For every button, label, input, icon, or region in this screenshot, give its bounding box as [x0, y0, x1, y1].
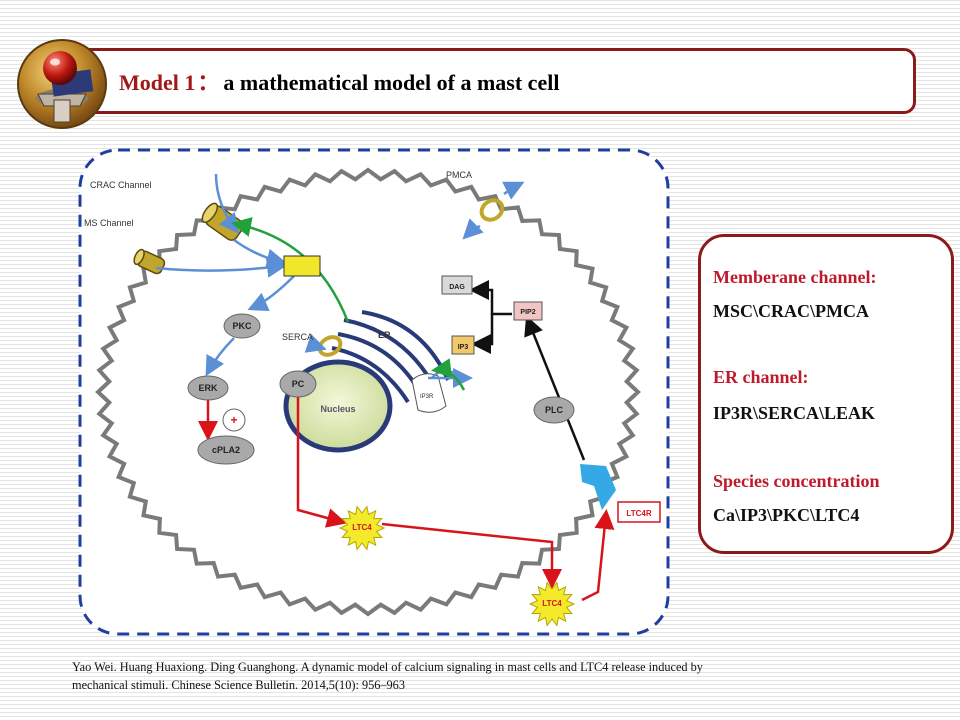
- pkc-node: [223, 313, 261, 339]
- pmca-label: PMCA: [446, 170, 472, 180]
- serca-label: SERCA: [282, 332, 313, 342]
- mast-cell-diagram: Nucleus IP3R: [78, 148, 670, 636]
- model-summary-box: Memberane channel: MSC\CRAC\PMCA ER chan…: [698, 234, 954, 554]
- ip3-to-ip3r-arrow: [431, 358, 466, 391]
- ltc4-burst-extracellular: [528, 581, 576, 627]
- erk-label: ERK: [198, 383, 218, 393]
- pip2-node: [513, 301, 543, 321]
- pc-label: PC: [292, 379, 305, 389]
- ltc4-burst-intracellular: [338, 505, 386, 551]
- ip3-node: [451, 335, 475, 355]
- species-concentration-heading: Species concentration: [713, 471, 880, 491]
- ip3r-channel: [411, 373, 447, 413]
- nucleus-label: Nucleus: [320, 404, 355, 414]
- dag-node: [441, 275, 473, 295]
- crac-channel-label: CRAC Channel: [90, 180, 152, 190]
- title-bar: Model 1：a mathematical model of a mast c…: [58, 48, 916, 114]
- title-colon: ：: [197, 70, 220, 95]
- slide-title: Model 1：a mathematical model of a mast c…: [119, 65, 559, 97]
- activation-plus-node: [222, 408, 246, 432]
- membrane-channel-values: MSC\CRAC\PMCA: [713, 301, 869, 321]
- plc-label: PLC: [545, 405, 564, 415]
- ltc4-label-2: LTC4: [542, 599, 562, 608]
- pip2-label: PIP2: [520, 309, 535, 316]
- ip3r-label: IP3R: [420, 394, 434, 400]
- membrane-channel-heading: Memberane channel:: [713, 267, 877, 287]
- pmca-pump-icon: [479, 198, 505, 222]
- calcium-flux-arrows: [155, 173, 525, 388]
- ms-channel-label: MS Channel: [84, 218, 134, 228]
- er-label: ER: [378, 330, 391, 340]
- logo-icon: [17, 39, 107, 129]
- ltc4-pathway-arrows: [198, 390, 615, 602]
- ltc4r-box: [617, 501, 661, 523]
- ip3-label: IP3: [458, 344, 469, 351]
- cell-membrane: [95, 167, 641, 617]
- citation-line-1: Yao Wei. Huang Huaxiong. Ding Guanghong.…: [72, 660, 703, 674]
- signaling-nodes: PKC ERK cPLA2 PC PLC DAG PIP2 IP3 +: [187, 255, 575, 465]
- ltc4-label-1: LTC4: [352, 523, 372, 532]
- pkc-label: PKC: [232, 321, 252, 331]
- citation-line-2: mechanical stimuli. Chinese Science Bull…: [72, 678, 405, 692]
- er-channel-values: IP3R\SERCA\LEAK: [713, 403, 876, 423]
- cpla2-node: [197, 435, 255, 465]
- pc-node: [279, 370, 317, 398]
- dag-label: DAG: [449, 284, 465, 291]
- erk-node: [187, 375, 229, 401]
- citation: Yao Wei. Huang Huaxiong. Ding Guanghong.…: [72, 658, 928, 694]
- ltc4-receptor-icon: [580, 464, 616, 510]
- ca-rise-box: [283, 255, 321, 277]
- ltc4r-label: LTC4R: [626, 509, 651, 518]
- title-number: Model 1: [119, 70, 196, 95]
- species-concentration-values: Ca\IP3\PKC\LTC4: [713, 505, 860, 525]
- er-channel-heading: ER channel:: [713, 367, 809, 387]
- plc-node: [533, 396, 575, 424]
- title-text: a mathematical model of a mast cell: [223, 70, 560, 95]
- plus-label: +: [230, 413, 237, 427]
- signaling-arrows: [469, 280, 586, 461]
- cpla2-label: cPLA2: [212, 445, 240, 455]
